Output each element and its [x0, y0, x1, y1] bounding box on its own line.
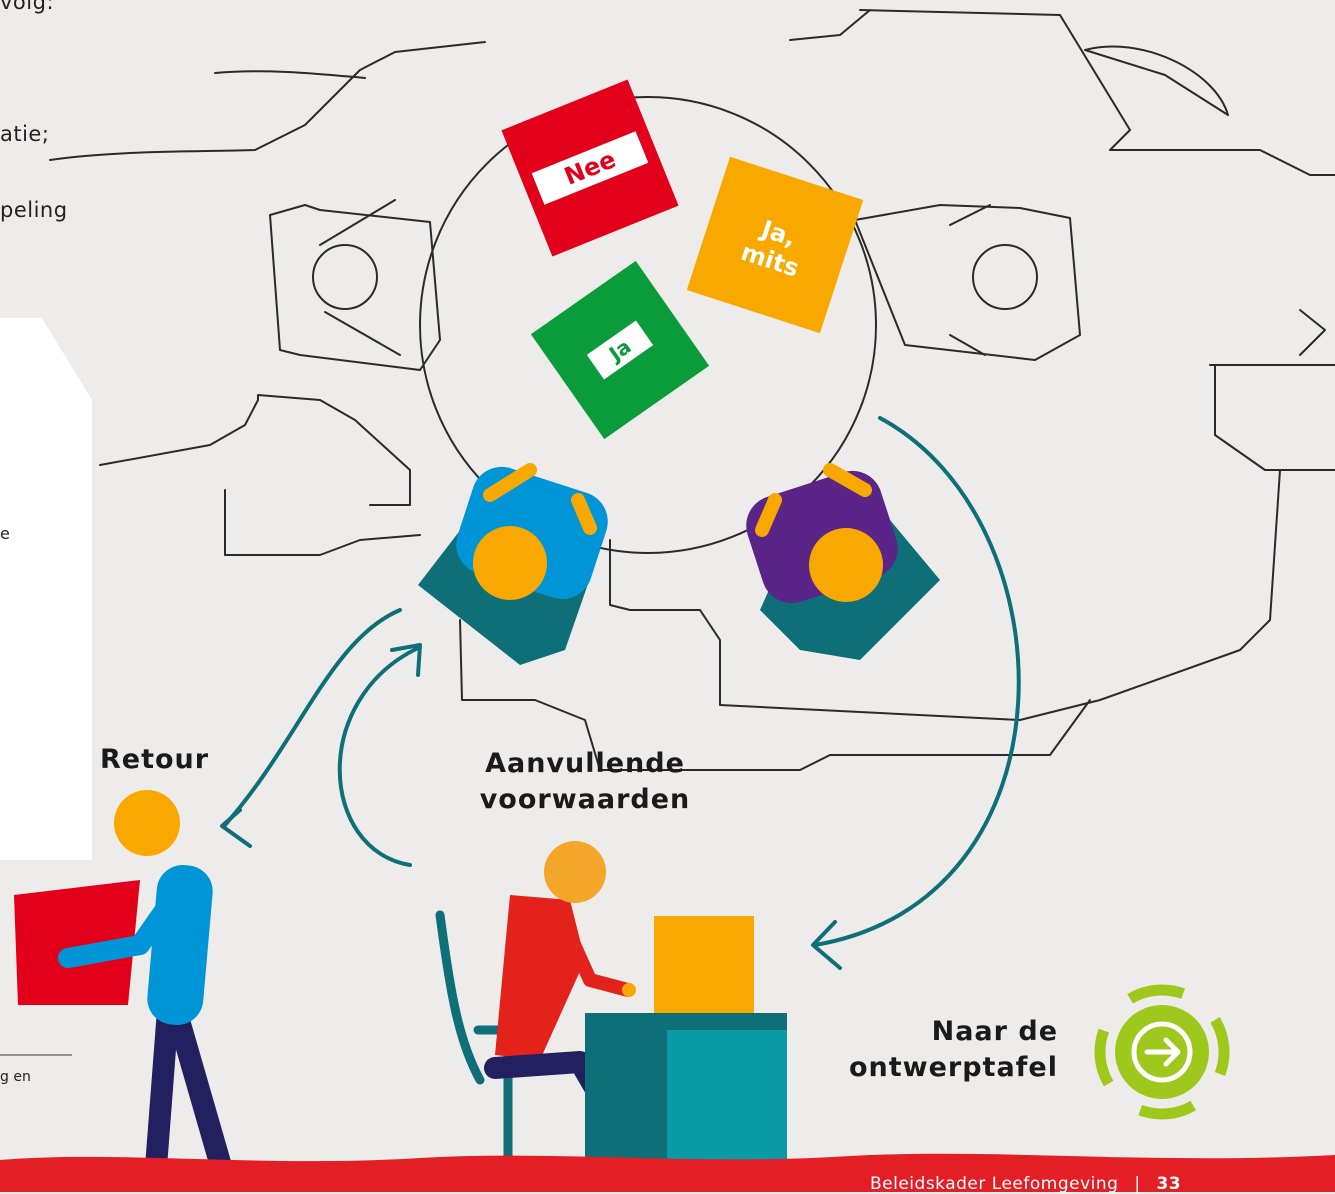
label-retour: Retour [100, 744, 210, 775]
footer-text: Beleidskader Leefomgeving | 33 [870, 1174, 1181, 1194]
desk-worker [435, 841, 787, 1189]
label-naar-line2: ontwerptafel [848, 1052, 1058, 1083]
label-aanvullende-line1: Aanvullende [485, 748, 685, 779]
footer-band [0, 1153, 1335, 1192]
footnote-text-fragment: g en [0, 1069, 31, 1085]
footer-page-number: 33 [1156, 1174, 1182, 1194]
text-fragment-2: atie; [0, 122, 50, 146]
monitor [654, 916, 754, 1014]
label-naar-de-ontwerptafel[interactable]: Naar de ontwerptafel [818, 1014, 1058, 1086]
sketch-lines [49, 9, 1335, 771]
text-fragment-1: volg: [0, 0, 55, 14]
arrow-aanvullende [337, 646, 420, 867]
footer-separator: | [1134, 1174, 1141, 1194]
card-ja-mits: Ja, mits [686, 156, 864, 334]
person-retour [14, 790, 236, 1191]
text-fragment-3: peling [0, 198, 68, 222]
label-aanvullende-voorwaarden: Aanvullende voorwaarden [470, 746, 700, 818]
person-purple-seated [746, 463, 940, 660]
desk [667, 1030, 787, 1163]
card-ja: Ja [530, 260, 710, 440]
arrow-retour [223, 608, 402, 827]
footer-publication: Beleidskader Leefomgeving [870, 1174, 1119, 1194]
label-aanvullende-line2: voorwaarden [479, 784, 691, 815]
next-button[interactable] [1077, 967, 1246, 1136]
arrow-naar-bureau [813, 416, 1021, 947]
red-box [14, 880, 140, 1005]
round-table [419, 96, 877, 554]
arrow-right-icon [1131, 1021, 1193, 1083]
sidebar-text-fragment: e [0, 524, 10, 543]
flow-arrows [220, 416, 1021, 970]
label-naar-line1: Naar de [931, 1016, 1058, 1047]
person-blue-seated [418, 463, 608, 665]
white-panel [0, 318, 92, 860]
card-nee: Nee [501, 79, 679, 257]
